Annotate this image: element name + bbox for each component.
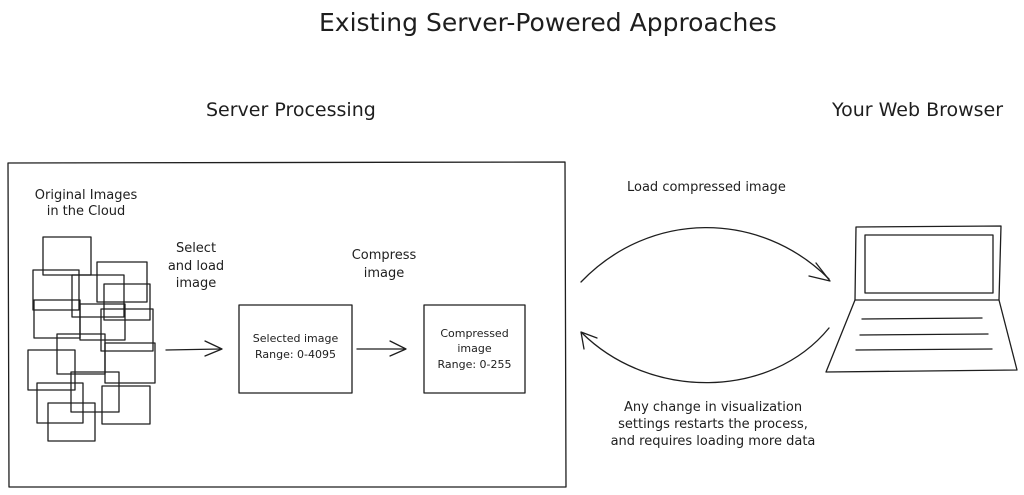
select-line2: and load (167, 258, 225, 274)
image-stack-icon (27, 236, 156, 442)
load-compressed-label: Load compressed image (627, 180, 786, 195)
select-line1: Select (175, 241, 217, 256)
selected-image-range: Range: 0-4095 (254, 347, 337, 361)
laptop-icon (825, 225, 1018, 373)
selected-image-label: Selected image (252, 332, 339, 345)
compressed-image-box (423, 304, 526, 394)
compress-arrow (356, 340, 407, 357)
restart-note-line2: settings restarts the process, (618, 416, 808, 432)
original-images-line1: Original Images (34, 188, 138, 203)
select-load-label: Select and load image (158, 240, 234, 293)
select-arrow (165, 340, 223, 357)
select-line3: image (175, 276, 217, 292)
server-processing-box (7, 161, 567, 488)
original-images-label: Original Images in the Cloud (26, 188, 146, 221)
restart-arrow (580, 327, 830, 384)
compressed-image-range: Range: 0-255 (437, 357, 512, 371)
load-arrow (580, 226, 831, 283)
compress-line2: image (363, 266, 405, 282)
selected-image-text: Selected image Range: 0-4095 (239, 331, 352, 363)
browser-section-heading: Your Web Browser (832, 99, 1004, 121)
page-title: Existing Server-Powered Approaches (319, 8, 777, 37)
original-images-line2: in the Cloud (46, 204, 126, 220)
compress-label: Compress image (340, 247, 428, 283)
compress-line1: Compress (351, 248, 417, 263)
selected-image-box (238, 304, 353, 394)
restart-note-line3: and requires loading more data (610, 433, 816, 449)
restart-note-line1: Any change in visualization (623, 400, 803, 415)
restart-note: Any change in visualization settings res… (590, 400, 836, 451)
server-section-heading: Server Processing (206, 99, 376, 121)
compressed-image-label-line2: image (457, 342, 492, 356)
compressed-image-text: Compressed image Range: 0-255 (424, 326, 525, 372)
compressed-image-label-line1: Compressed (440, 327, 509, 340)
